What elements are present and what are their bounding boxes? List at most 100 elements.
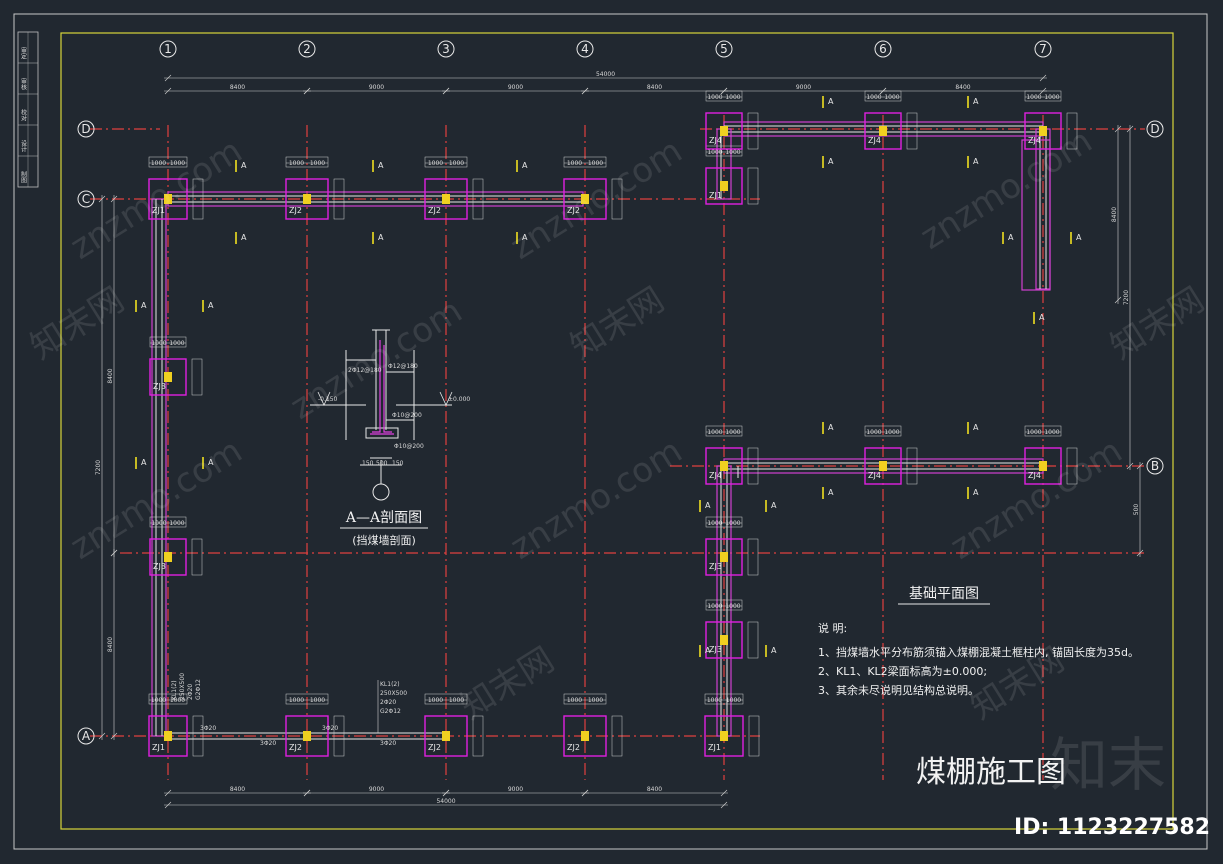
dim-tick	[164, 87, 172, 95]
footing-dim-box	[333, 178, 345, 220]
footing-dim-box	[148, 156, 188, 168]
footing-dim-text: 1000	[310, 697, 325, 704]
column	[720, 126, 728, 136]
axis-bubble-left	[77, 190, 95, 208]
footing-dim-box	[704, 693, 744, 705]
dim-label: 9000	[369, 786, 384, 793]
section-mark-label: A	[828, 97, 834, 106]
footing-zj2	[424, 178, 468, 220]
column	[164, 731, 172, 741]
dim-tick	[720, 789, 728, 797]
footing-dim-text: 1000	[725, 94, 740, 101]
section-mark-label: A	[1008, 233, 1014, 242]
section-mark-label: A	[973, 157, 979, 166]
footing-dim-text: 1000	[1044, 429, 1059, 436]
footing-dim-box	[472, 715, 484, 757]
watermark-brand: 知末网	[1104, 280, 1212, 368]
footing-dim-text: 1000	[310, 160, 325, 167]
footing-label: ZJ4	[709, 471, 722, 480]
section-mark-label: A	[141, 301, 147, 310]
dim-label: 500	[1133, 504, 1140, 516]
footing-dim-box	[705, 599, 743, 611]
dim-tick	[1136, 549, 1144, 557]
footing-dim-box	[191, 358, 203, 396]
footing-dim-box	[705, 90, 743, 102]
axis-bubble-right	[1146, 120, 1164, 138]
dim-label: 54000	[436, 798, 455, 805]
footing-dim-box	[1024, 425, 1062, 437]
footing-dim-text: 1000	[1026, 94, 1041, 101]
beam-label-left: G2Φ12	[195, 679, 202, 700]
footing-dim-box	[285, 693, 329, 705]
section-mark-label: A	[1039, 313, 1045, 322]
axis-bubble-right-label: B	[1151, 459, 1159, 473]
dim-label: 8400	[230, 84, 245, 91]
dim-tick	[164, 74, 172, 82]
rebar-label: 3Φ20	[380, 740, 396, 747]
footing-zj3	[149, 358, 187, 396]
footing-zj2	[424, 715, 468, 757]
section-rebar-4: Φ10@200	[394, 443, 424, 450]
dim-label: 8400	[107, 637, 114, 652]
section-dim-2: 500	[376, 460, 388, 467]
section-mark-label: A	[828, 488, 834, 497]
footing-dim-text: 1000	[567, 160, 582, 167]
note-3: 3、其余未尽说明见结构总说明。	[818, 683, 979, 697]
dimension-lines	[98, 74, 1144, 809]
wall-axis-7b	[1021, 139, 1051, 291]
watermark-brand: 知末网	[454, 640, 562, 728]
footing-dim-box	[192, 715, 204, 757]
footing-label: ZJ2	[428, 743, 441, 752]
footing-zj1	[148, 178, 188, 220]
dim-label: 9000	[508, 786, 523, 793]
section-mark-label: A	[771, 501, 777, 510]
footing-dim-text: 1000	[289, 160, 304, 167]
footing-label: ZJ4	[709, 136, 722, 145]
footing-dim-text: 1000	[151, 520, 166, 527]
footing-dim-box	[864, 425, 902, 437]
footing-dim-box	[747, 112, 759, 150]
footing-dim-text: 1000	[707, 520, 722, 527]
footing-dim-text: 1000	[449, 160, 464, 167]
beam-label-mid: 2Φ20	[380, 699, 396, 706]
axis-bubble-left-label: D	[81, 122, 90, 136]
footing-dim-text: 1000	[707, 429, 722, 436]
axis-bubble-right-label: D	[1150, 122, 1159, 136]
watermark-site: znzmo.com	[504, 431, 690, 568]
column	[442, 194, 450, 204]
column	[164, 552, 172, 562]
dim-tick	[98, 195, 106, 203]
footing-dim-text: 1000	[884, 94, 899, 101]
rebar-label: 3Φ20	[260, 740, 276, 747]
footing-zj1	[148, 715, 188, 757]
section-mark-label: A	[241, 161, 247, 170]
section-dim-1: 150	[362, 460, 374, 467]
drawing-title: 煤棚施工图	[916, 755, 1066, 790]
rebar-label: 3Φ20	[322, 725, 338, 732]
axis-bubble-right	[1146, 457, 1164, 475]
footing-dim-text: 1000	[707, 697, 722, 704]
footing-zj1	[705, 167, 743, 205]
title-block-label: 设计	[20, 139, 27, 153]
column	[164, 372, 172, 382]
dim-tick	[1136, 462, 1144, 470]
footing-zj1	[704, 715, 744, 757]
footing-label: ZJ1	[152, 743, 165, 752]
dim-tick	[720, 801, 728, 809]
footing-dim-box	[149, 336, 187, 348]
axis-bubble-top	[1034, 40, 1052, 58]
title-block-label: 审核	[20, 77, 27, 91]
section-mark-label: A	[1076, 233, 1082, 242]
footing-dim-text: 1000	[289, 697, 304, 704]
column	[581, 731, 589, 741]
footing-dim-text: 1000	[866, 429, 881, 436]
footing-dim-box	[906, 447, 918, 485]
footing-label: ZJ1	[709, 191, 722, 200]
column	[720, 731, 728, 741]
footing-label: ZJ2	[289, 743, 302, 752]
footing-label: ZJ3	[709, 645, 722, 654]
column	[1039, 126, 1047, 136]
